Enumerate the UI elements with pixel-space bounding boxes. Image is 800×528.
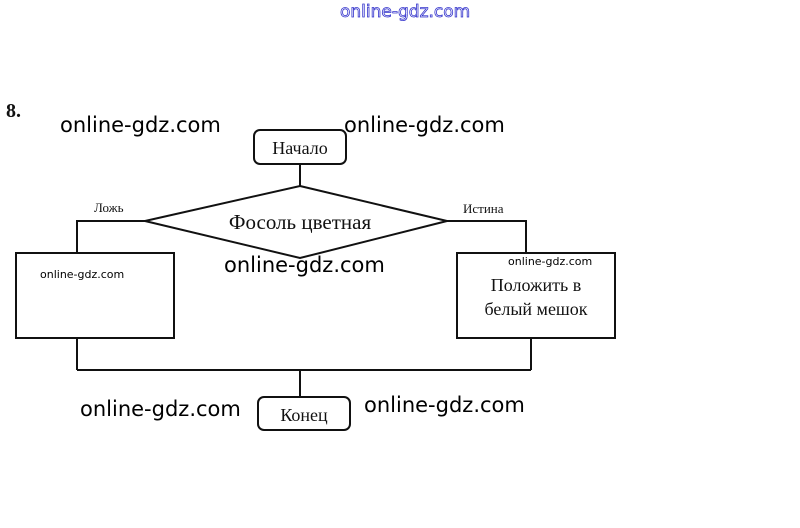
true-branch-label: Истина <box>463 201 504 216</box>
watermark: online-gdz.com <box>80 397 241 421</box>
watermark: online-gdz.com <box>224 253 385 277</box>
true-action-line1: Положить в <box>491 275 581 295</box>
connector-lines <box>76 164 532 397</box>
condition-label: Фосоль цветная <box>229 210 372 234</box>
end-label: Конец <box>280 405 328 425</box>
false-branch-label: Ложь <box>94 200 124 215</box>
watermark: online-gdz.com <box>60 113 221 137</box>
watermark-small-right: online-gdz.com <box>508 255 592 268</box>
watermark-small-left: online-gdz.com <box>40 268 124 281</box>
false-action-box <box>15 252 175 339</box>
decision-diamond <box>144 184 448 260</box>
start-terminal <box>253 129 347 165</box>
true-action-box <box>456 252 616 339</box>
top-watermark: online-gdz.com <box>340 2 470 22</box>
true-action-line2: белый мешок <box>484 299 587 319</box>
watermark: online-gdz.com <box>344 113 505 137</box>
end-terminal <box>257 396 351 431</box>
start-label: Начало <box>272 138 327 158</box>
watermark: online-gdz.com <box>364 393 525 417</box>
problem-number: 8. <box>6 100 21 122</box>
